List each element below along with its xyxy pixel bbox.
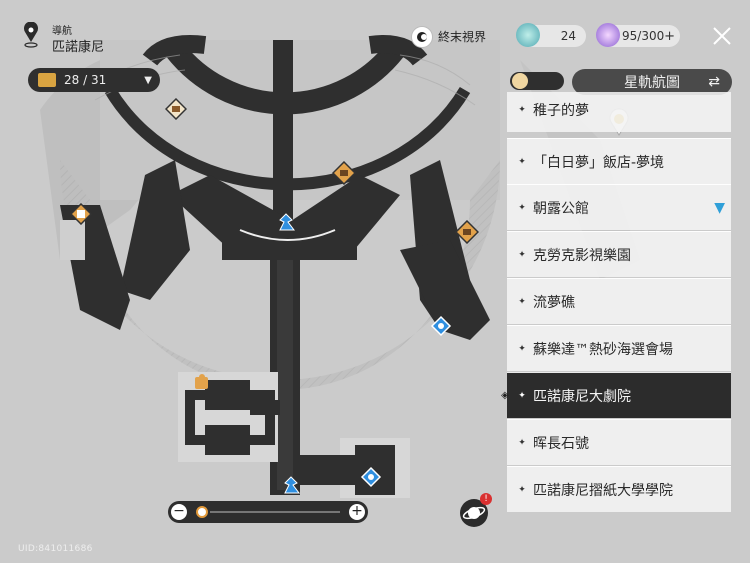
- shop-marker-icon[interactable]: [69, 202, 93, 226]
- star-icon: ✦: [518, 104, 526, 115]
- uid-label: UID:841011686: [18, 544, 93, 554]
- map-pin-location-icon: [22, 21, 40, 48]
- star-icon: ✦: [518, 249, 526, 260]
- selection-indicator-icon: ◈: [501, 390, 509, 401]
- region-name: 匹諾康尼: [52, 40, 105, 55]
- star-icon: ✦: [518, 390, 526, 401]
- chest-marker-icon[interactable]: [454, 219, 480, 245]
- toggle-knob-icon: [512, 73, 528, 89]
- close-icon[interactable]: [710, 24, 734, 48]
- calyx-marker-icon[interactable]: [430, 315, 452, 337]
- currency-2-counter: 95/300 +: [596, 23, 680, 47]
- zoom-in-icon[interactable]: +: [349, 504, 365, 520]
- planet-overview-button[interactable]: !: [460, 493, 492, 527]
- list-item-selected[interactable]: ✦匹諾康尼大劇院: [507, 372, 731, 418]
- mission-marker-icon: ▼: [714, 199, 725, 216]
- list-item[interactable]: ✦匹諾康尼摺紙大學學院: [507, 466, 731, 512]
- zoom-slider[interactable]: − +: [168, 501, 368, 523]
- chest-marker-icon[interactable]: [331, 160, 357, 186]
- list-item[interactable]: ✦克勞克影視樂園: [507, 231, 731, 277]
- chevron-down-icon: ▼: [144, 74, 152, 86]
- list-item[interactable]: ✦朝露公館 ▼: [507, 184, 731, 230]
- list-item[interactable]: ✦稚子的夢: [507, 92, 731, 132]
- zoom-out-icon[interactable]: −: [171, 504, 187, 520]
- notification-badge: !: [480, 493, 492, 505]
- nav-title: 導航: [52, 26, 72, 37]
- trailblaze-power-icon: [596, 23, 620, 47]
- star-icon: ✦: [518, 484, 526, 495]
- planet-icon: [462, 506, 486, 520]
- space-anchor-icon[interactable]: [280, 475, 302, 497]
- star-icon: ✦: [518, 202, 526, 213]
- chest-counter-dropdown[interactable]: 28 / 31 ▼: [28, 68, 160, 92]
- zoom-handle[interactable]: [196, 506, 208, 518]
- chest-marker-icon[interactable]: [164, 97, 188, 121]
- list-item[interactable]: ✦流夢礁: [507, 278, 731, 324]
- layer-toggle[interactable]: [510, 72, 564, 90]
- treasure-chest-icon: [38, 73, 56, 87]
- space-anchor-icon[interactable]: [275, 212, 297, 234]
- list-item[interactable]: ✦晖長石號: [507, 419, 731, 465]
- location-list[interactable]: ✦稚子的夢 ✦「白日夢」飯店-夢境 ✦朝露公館 ▼ ✦克勞克影視樂園 ✦流夢礁 …: [507, 92, 731, 530]
- star-rail-map-button[interactable]: 星軌航圖 ⇄: [572, 69, 732, 95]
- currency-1-counter: 24: [516, 23, 586, 47]
- list-item[interactable]: ✦「白日夢」飯店-夢境: [507, 138, 731, 184]
- calyx-marker-icon[interactable]: [360, 466, 382, 488]
- zoom-track: [210, 511, 340, 513]
- terminal-view-label[interactable]: 終末視界: [438, 30, 487, 44]
- add-icon[interactable]: +: [664, 28, 675, 44]
- star-icon: ✦: [518, 343, 526, 354]
- arrow-right-icon: ⇄: [708, 74, 720, 90]
- star-icon: ✦: [518, 156, 526, 167]
- list-item[interactable]: ✦蘇樂達™熱砂海選會場: [507, 325, 731, 371]
- stellar-jade-icon: [516, 23, 540, 47]
- chest-counter-value: 28 / 31: [64, 73, 107, 87]
- star-icon: ✦: [518, 437, 526, 448]
- puzzle-marker-icon[interactable]: [193, 374, 211, 392]
- terminal-view-icon[interactable]: [411, 26, 433, 48]
- star-icon: ✦: [518, 296, 526, 307]
